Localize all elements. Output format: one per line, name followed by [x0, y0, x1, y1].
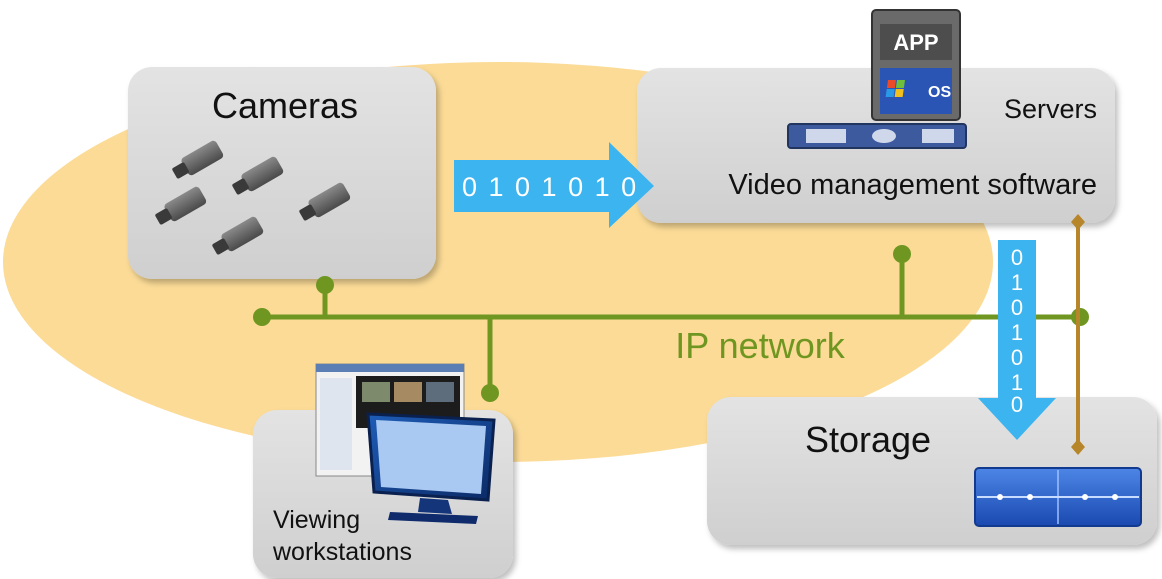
ip-network-nodes: [253, 245, 1089, 402]
camera-icon: [172, 140, 224, 179]
server-to-storage-flow-arrow: 0 1 0 1 0 1 0: [978, 240, 1056, 440]
app-label: APP: [893, 30, 938, 55]
bit-1: 1: [1011, 270, 1023, 295]
bit-6: 0: [1011, 392, 1023, 417]
bit-3: 1: [1011, 320, 1023, 345]
camera-to-server-flow-arrow: 0 1 0 1 0 1 0: [454, 142, 654, 228]
camera-icon: [299, 182, 351, 221]
bit-5: 1: [1011, 370, 1023, 395]
storage-label: Storage: [805, 419, 931, 460]
camera-icon: [212, 216, 264, 255]
workstations-node: Viewing workstations: [253, 363, 513, 578]
windows-logo-icon: [885, 80, 905, 97]
storage-link: [1071, 214, 1085, 455]
servers-label: Servers: [1004, 94, 1097, 124]
servers-node: Servers Video management software APP OS: [637, 9, 1115, 223]
camera-icon: [232, 156, 284, 195]
ip-network-bus: [262, 254, 1080, 393]
os-label: OS: [928, 84, 951, 101]
bit-4: 0: [1011, 345, 1023, 370]
cameras-label: Cameras: [212, 85, 358, 126]
workstations-label-line1: Viewing: [273, 506, 360, 534]
storage-node: Storage: [707, 397, 1157, 545]
monitor-icon: [366, 412, 496, 524]
storage-array-icon: [974, 467, 1142, 527]
ip-network-label: IP network: [675, 325, 845, 366]
video-management-software-label: Video management software: [728, 169, 1097, 201]
bit-0: 0: [1011, 245, 1023, 270]
bit-2: 0: [1011, 295, 1023, 320]
workstations-label-line2: workstations: [272, 538, 412, 566]
server-chassis-icon: [787, 123, 967, 149]
camera-to-server-bits: 0 1 0 1 0 1 0: [462, 172, 638, 202]
cameras-node: Cameras: [128, 67, 436, 279]
camera-icon: [155, 186, 207, 225]
app-os-stack-icon: APP OS: [871, 9, 961, 121]
